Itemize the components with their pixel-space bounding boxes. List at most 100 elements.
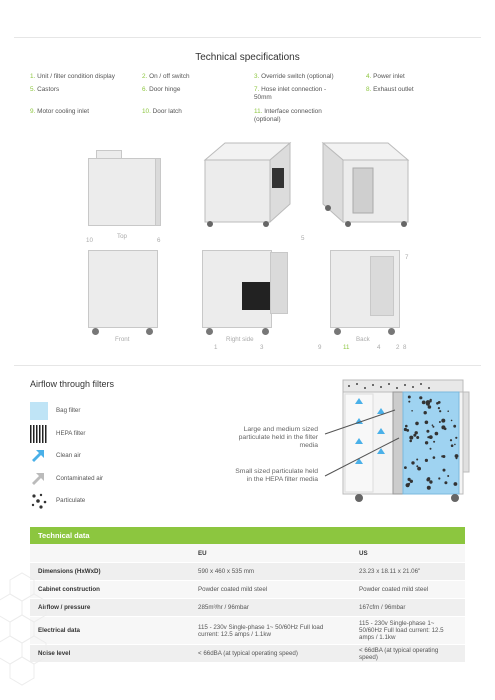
particle: [442, 468, 446, 472]
page-title: Technical specifications: [195, 52, 300, 63]
particle: [431, 424, 434, 426]
particle: [444, 481, 448, 485]
cell-us: 115 - 230v Single-phase 1~ 50/60Hz Full …: [359, 620, 444, 641]
row-label: Cabinet construction: [38, 586, 100, 593]
marker-label: 9: [318, 344, 322, 351]
castor: [206, 328, 213, 335]
particle: [411, 410, 413, 412]
particle: [439, 410, 442, 413]
castor: [388, 328, 395, 335]
particle: [423, 411, 427, 415]
legend-item: 8. Exhaust outlet: [366, 86, 414, 93]
particle: [417, 466, 421, 471]
particle: [432, 425, 435, 428]
particle: [407, 395, 411, 399]
cell-us: 23.23 x 18.11 x 21.06": [359, 568, 421, 575]
technical-data-table: Technical data EU US Dimensions (HxWxD) …: [30, 527, 465, 663]
unit-body: [88, 250, 158, 328]
particle: [438, 477, 441, 480]
airflow-cutaway-diagram: [324, 379, 470, 502]
particle: [404, 466, 407, 469]
row-label: Noise level: [38, 650, 71, 657]
row-label: Dimensions (HxWxD): [38, 568, 101, 575]
key-label: Particulate: [56, 497, 86, 504]
particle: [416, 465, 419, 468]
particle: [426, 429, 430, 433]
cell-eu: 115 - 230v Single-phase 1~ 50/60Hz Full …: [198, 623, 324, 638]
key-label: Bag filter: [56, 407, 81, 414]
marker-label: 10: [86, 237, 93, 244]
particle: [449, 439, 453, 442]
contaminated-air-arrow-icon: [32, 473, 44, 485]
marker-label: 7: [405, 254, 409, 261]
table-row: Dimensions (HxWxD) 590 x 460 x 535 mm 23…: [30, 563, 465, 581]
table-row: Electrical data 115 - 230v Single-phase …: [30, 617, 465, 645]
legend-item: 2. On / off switch: [142, 73, 190, 80]
particle: [419, 396, 423, 400]
marker-label: 5: [301, 235, 305, 242]
particle: [436, 402, 439, 405]
marker-label: 4: [377, 344, 381, 351]
particle: [434, 431, 439, 436]
particle: [411, 461, 415, 465]
particle: [453, 482, 458, 486]
particle: [454, 443, 456, 446]
particle: [453, 424, 457, 428]
unit-body: [88, 158, 158, 226]
particle: [416, 458, 419, 461]
view-label-top: Top: [117, 233, 127, 240]
key-label: HEPA filter: [56, 430, 86, 437]
particle: [427, 436, 430, 439]
particle: [424, 420, 429, 425]
particle: [425, 400, 430, 405]
particulate-icon: [31, 493, 47, 509]
legend-item: 3. Override switch (optional): [254, 73, 334, 80]
particle: [408, 482, 411, 485]
particle: [450, 419, 453, 422]
column-header: [30, 544, 190, 562]
particle: [426, 485, 431, 490]
side-panel: [270, 252, 288, 314]
row-label: Airflow / pressure: [38, 604, 91, 611]
particle: [409, 439, 412, 443]
castor: [262, 328, 269, 335]
table-row: Noise level < 66dBA (at typical operatin…: [30, 645, 465, 663]
particle: [414, 431, 418, 435]
top-divider: [14, 37, 481, 38]
table-row: Cabinet construction Powder coated mild …: [30, 581, 465, 599]
legend-item: 6. Door hinge: [142, 86, 181, 93]
marker-label: 3: [260, 344, 264, 351]
iso-back-svg: [321, 141, 410, 227]
particle: [416, 436, 420, 439]
legend-item: 4. Power inlet: [366, 73, 405, 80]
particle: [429, 480, 433, 484]
particle: [409, 435, 414, 440]
particle: [424, 458, 428, 462]
legend-item: 11. Interface connection (optional): [254, 108, 322, 123]
particle: [455, 436, 458, 439]
legend-item: 10. Door latch: [142, 108, 182, 115]
marker-label: 6: [157, 237, 161, 244]
key-label: Contaminated air: [56, 475, 104, 482]
clean-air-arrow-icon: [32, 450, 44, 462]
control-panel: [242, 282, 270, 310]
marker-label: 2: [396, 344, 400, 351]
airflow-title: Airflow through filters: [30, 379, 115, 389]
marker-label: 8: [403, 344, 407, 351]
particle: [432, 456, 436, 459]
particle: [450, 444, 454, 447]
particle: [407, 477, 411, 481]
cell-eu: < 66dBA (at typical operating speed): [198, 650, 298, 657]
cell-eu: 590 x 460 x 535 mm: [198, 568, 255, 575]
particle: [447, 475, 450, 477]
particle: [403, 427, 407, 432]
table-row: Airflow / pressure 285m³/hr / 96mbar 167…: [30, 599, 465, 617]
particle: [409, 479, 413, 483]
particle: [421, 400, 426, 405]
cell-eu: 285m³/hr / 96mbar: [198, 604, 249, 611]
table-header-row: EU US: [30, 544, 465, 563]
column-header: EU: [198, 549, 207, 557]
particle: [413, 433, 417, 437]
particle: [433, 440, 436, 443]
particle: [438, 421, 441, 423]
